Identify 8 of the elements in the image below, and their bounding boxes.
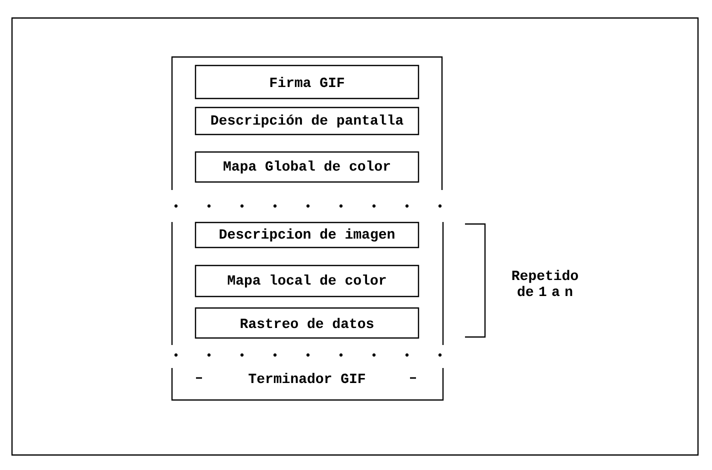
record-box: Descripción de pantalla <box>194 106 420 136</box>
record-box: Mapa Global de color <box>194 151 420 183</box>
record-box: Firma GIF <box>194 64 420 100</box>
side-note: Repetido de 1 a n <box>512 270 578 296</box>
terminator-text: Terminador GIF <box>248 372 365 384</box>
record-box: Descripcion de imagen <box>194 222 420 248</box>
record-box: Rastreo de datos <box>194 307 420 339</box>
record-box: Mapa local de color <box>194 264 420 298</box>
